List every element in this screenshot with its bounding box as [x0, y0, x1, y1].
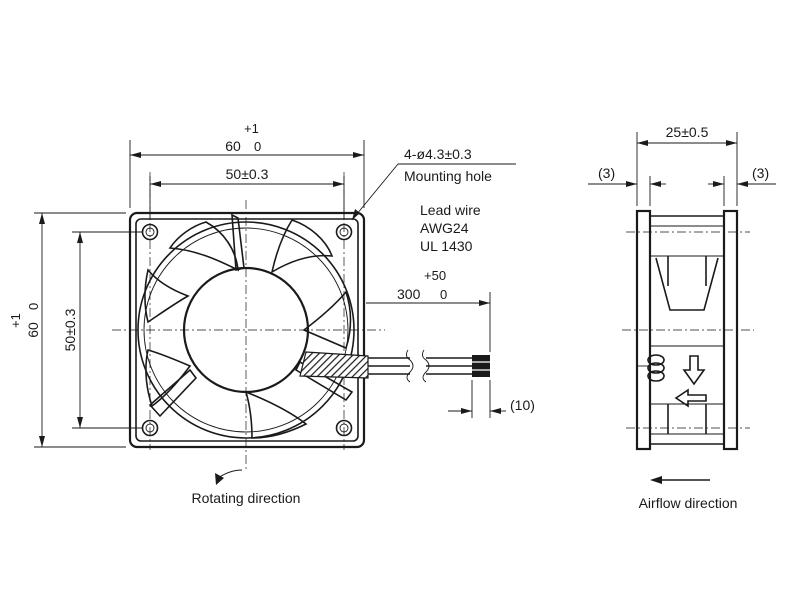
dimension-depth: 25±0.5	[636, 124, 738, 206]
overall-height-tol-lower: 0	[26, 303, 41, 310]
side-flange-left	[635, 209, 652, 451]
lead-length-tol-lower: 0	[440, 287, 447, 302]
airflow-direction-label: Airflow direction	[639, 495, 738, 511]
hole-pitch-height-value: 50±0.3	[62, 308, 78, 351]
fan-frame-inner	[135, 218, 359, 442]
rotating-direction-label: Rotating direction	[192, 490, 301, 506]
overall-width-tol-upper: +1	[244, 121, 259, 136]
front-view: 60 +1 0 50±0.3 60 +1 0	[8, 121, 535, 506]
side-blade-section	[655, 257, 719, 311]
mounting-hole-bottom-right	[335, 419, 353, 437]
direction-marks	[674, 355, 707, 408]
mounting-hole-bottom-left	[141, 419, 159, 437]
side-flange-right	[722, 209, 739, 451]
venturi-ring-outer	[137, 221, 355, 439]
mounting-hole-top-right	[335, 223, 353, 241]
overall-width-tol-lower: 0	[254, 139, 261, 154]
airflow-arrow-head	[650, 476, 662, 484]
stripped-conductors	[472, 355, 490, 377]
mounting-hole-top-left	[141, 223, 159, 241]
lead-wire-line2: AWG24	[420, 220, 469, 236]
fan-frame-outline	[128, 211, 366, 449]
airflow-mark-arrow	[674, 388, 707, 408]
dimension-overall-height: 60 +1 0	[8, 212, 126, 448]
lead-wire-line1: Lead wire	[420, 202, 481, 218]
depth-value: 25±0.5	[666, 124, 709, 140]
hole-pitch-width-value: 50±0.3	[226, 166, 269, 182]
dimension-strip-length: (10)	[448, 380, 535, 418]
flange-left-value: (3)	[598, 165, 615, 181]
motor-hub	[182, 266, 310, 394]
venturi-ring-inner	[143, 227, 349, 433]
rotation-arrow-head	[215, 473, 224, 485]
dimension-flange-left: (3)	[588, 165, 666, 206]
overall-height-tol-upper: +1	[8, 313, 23, 328]
lead-wire-line3: UL 1430	[420, 238, 473, 254]
strip-length-value: (10)	[510, 397, 535, 413]
dimension-hole-pitch-width: 50±0.3	[149, 166, 345, 220]
lead-length-value: 300	[397, 286, 421, 302]
callout-mounting-hole: 4-ø4.3±0.3 Mounting hole	[351, 146, 516, 221]
lead-wire-sleeve	[299, 351, 369, 379]
airflow-direction-indicator: Airflow direction	[639, 476, 738, 511]
flange-right-value: (3)	[752, 165, 769, 181]
overall-width-value: 60	[225, 138, 241, 154]
impeller-blades	[144, 219, 352, 439]
side-lead-exit	[636, 354, 665, 382]
dimension-overall-width: 60 +1 0	[129, 121, 365, 208]
rotating-direction-indicator: Rotating direction	[192, 469, 301, 506]
dimension-lead-length: 300 +50 0	[366, 268, 491, 352]
rotation-mark-arrow	[682, 355, 706, 386]
lead-wire-note: Lead wire AWG24 UL 1430	[420, 202, 481, 254]
lead-length-tol-upper: +50	[424, 268, 446, 283]
mounting-hole-label: Mounting hole	[404, 168, 492, 184]
dimension-hole-pitch-height: 50±0.3	[62, 231, 142, 429]
wire-break-left	[405, 349, 414, 383]
mounting-hole-spec: 4-ø4.3±0.3	[404, 146, 472, 162]
side-view: 25±0.5 (3) (3) Airflow direction	[588, 124, 776, 511]
overall-height-value: 60	[25, 322, 41, 338]
dimension-flange-right: (3)	[708, 165, 776, 206]
lead-wire-bundle	[299, 349, 490, 383]
